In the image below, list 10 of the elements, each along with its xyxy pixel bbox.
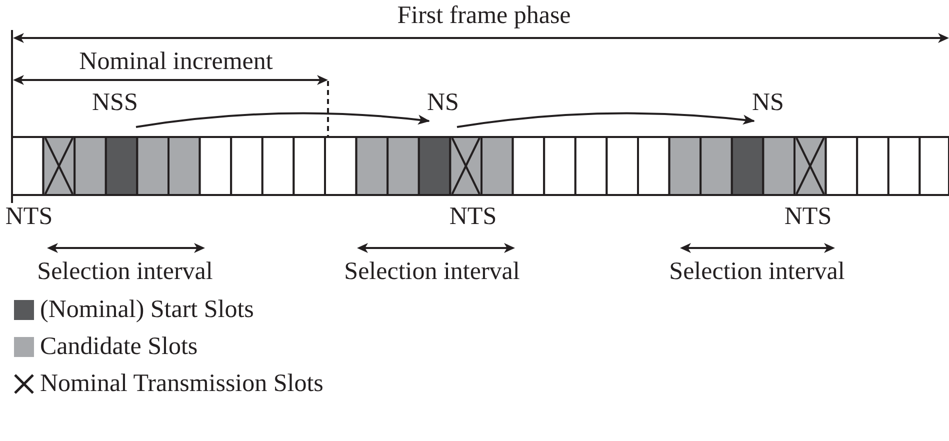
curved-arrow — [456, 112, 755, 128]
text-label: First frame phase — [397, 2, 571, 30]
legend-label: Nominal Transmission Slots — [40, 370, 324, 398]
legend-label: (Nominal) Start Slots — [40, 296, 254, 324]
slot-label: NS — [427, 89, 459, 117]
slot-label: NS — [752, 89, 784, 117]
legend-label: Candidate Slots — [40, 333, 198, 361]
text-label: NTS — [5, 203, 53, 231]
slot-label: NSS — [92, 89, 138, 117]
curved-arrow — [136, 112, 430, 128]
